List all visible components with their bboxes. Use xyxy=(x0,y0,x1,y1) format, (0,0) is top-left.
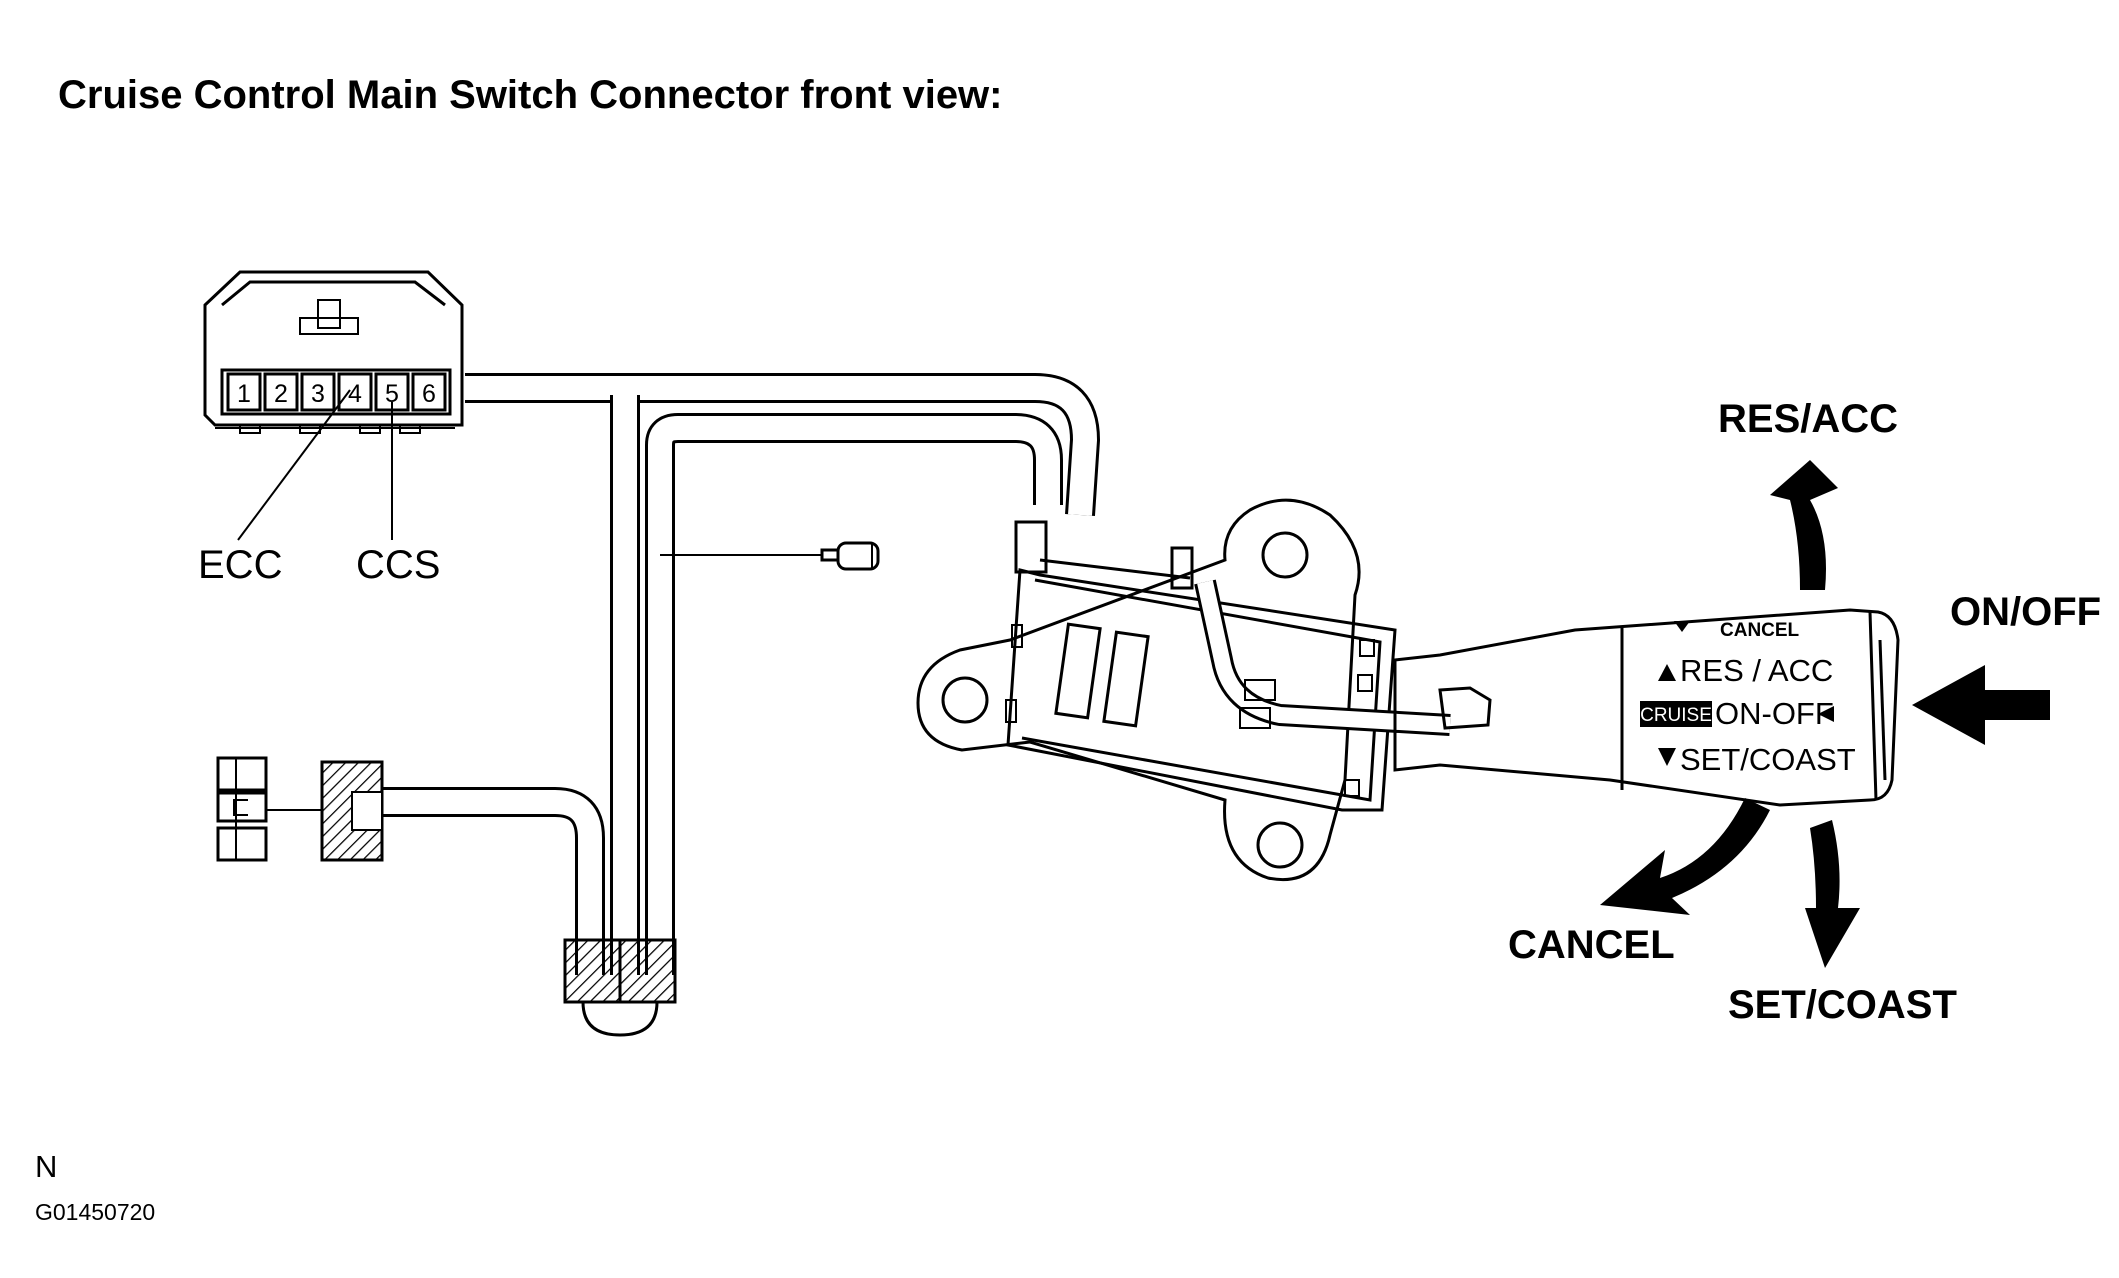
switch-body xyxy=(916,498,1451,881)
footer-note: N xyxy=(35,1149,57,1184)
pin-label: 2 xyxy=(274,380,288,408)
lever-on-off: ON-OFF xyxy=(1715,696,1834,731)
cancel-label: CANCEL xyxy=(1508,923,1675,967)
pin-label: 6 xyxy=(422,380,436,408)
figure-id: G01450720 xyxy=(35,1199,155,1225)
on-off-label: ON/OFF xyxy=(1950,590,2101,634)
set-coast-label: SET/COAST xyxy=(1728,983,1957,1027)
ecc-callout: ECC xyxy=(198,543,282,587)
pin-label: 1 xyxy=(237,380,251,408)
res-acc-arrow-icon xyxy=(1770,460,1838,590)
direction-arrows xyxy=(1600,460,2050,968)
pin-label: 5 xyxy=(385,380,399,408)
lever-set-coast: SET/COAST xyxy=(1680,742,1856,777)
main-switch-connector: 1 2 3 4 5 6 ECC CCS xyxy=(198,270,464,587)
cancel-arrow-icon xyxy=(1600,798,1770,915)
down-triangle-icon xyxy=(1658,748,1676,766)
cruise-lever: CANCEL RES / ACC CRUISE ON-OFF SET/COAST xyxy=(1393,608,1900,807)
set-coast-arrow-icon xyxy=(1805,820,1860,968)
wire-harness xyxy=(382,373,1100,1037)
diagram-title: Cruise Control Main Switch Connector fro… xyxy=(58,73,1003,117)
up-triangle-icon xyxy=(1658,664,1676,681)
ccs-callout: CCS xyxy=(356,543,440,587)
cruise-badge xyxy=(1640,701,1712,727)
on-off-arrow-icon xyxy=(1912,665,2050,745)
ecc-leader-line xyxy=(237,389,351,541)
connector-pins: 1 2 3 4 5 6 xyxy=(226,372,447,412)
res-acc-label: RES/ACC xyxy=(1718,397,1898,441)
cancel-triangle-icon xyxy=(1674,621,1690,632)
pin-label: 3 xyxy=(311,380,325,408)
pin-label: 4 xyxy=(348,380,362,408)
lever-cancel-mark: CANCEL xyxy=(1720,620,1800,641)
left-triangle-icon xyxy=(1818,706,1834,722)
lever-res-acc: RES / ACC xyxy=(1680,653,1833,688)
secondary-connector xyxy=(216,756,384,862)
cruise-badge-text: CRUISE xyxy=(1640,705,1712,726)
